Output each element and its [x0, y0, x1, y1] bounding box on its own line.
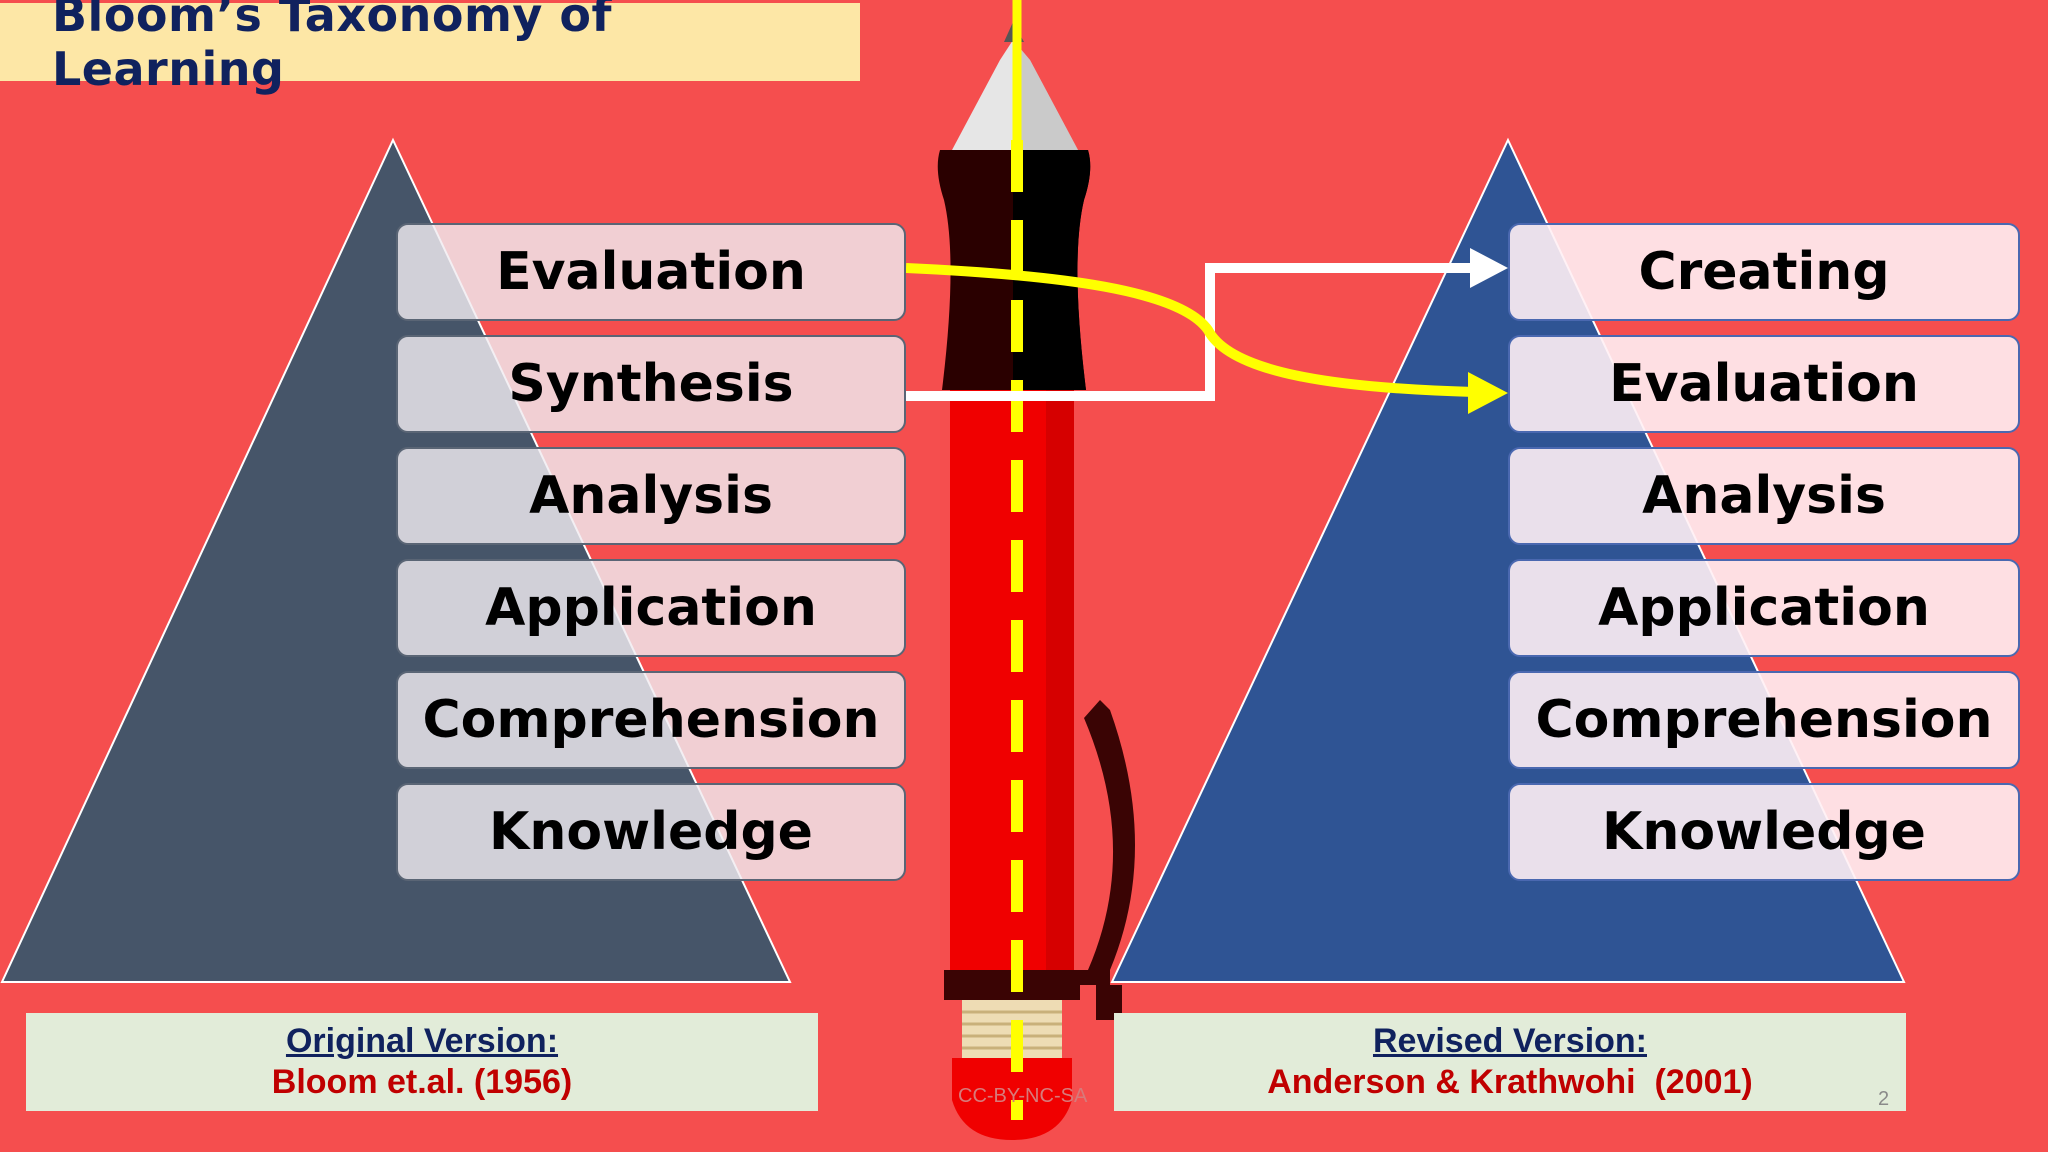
title-banner: Bloom’s Taxonomy of Learning: [0, 0, 860, 96]
page-number: 2: [1878, 1088, 1890, 1110]
revised-level-evaluation: Evaluation: [1508, 335, 2020, 433]
original-level-comprehension: Comprehension: [396, 671, 906, 769]
revised-level-knowledge: Knowledge: [1508, 783, 2020, 881]
arrow-evaluation-to-evaluation: [905, 263, 1475, 397]
page-title: Bloom’s Taxonomy of Learning: [52, 0, 612, 96]
original-version-label: Original Version:: [285, 1022, 559, 1060]
revised-version-caption: Revised Version: Anderson & Krathwohi (2…: [1114, 1013, 1906, 1111]
revised-version-author: Anderson & Krathwohi (2001): [1267, 1063, 1753, 1101]
original-level-synthesis: Synthesis: [396, 335, 906, 433]
revised-level-comprehension: Comprehension: [1508, 671, 2020, 769]
original-level-analysis: Analysis: [396, 447, 906, 545]
original-version-caption: Original Version: Bloom et.al. (1956): [26, 1013, 818, 1111]
original-level-evaluation: Evaluation: [396, 223, 906, 321]
revised-level-application: Application: [1508, 559, 2020, 657]
revised-version-label: Revised Version:: [1372, 1022, 1647, 1060]
revised-level-creating: Creating: [1508, 223, 2020, 321]
license-text: CC-BY-NC-SA: [958, 1085, 1088, 1107]
original-version-author: Bloom et.al. (1956): [271, 1063, 573, 1101]
revised-level-analysis: Analysis: [1508, 447, 2020, 545]
original-level-application: Application: [396, 559, 906, 657]
original-level-knowledge: Knowledge: [396, 783, 906, 881]
pencil-icon: [937, 0, 1135, 1140]
